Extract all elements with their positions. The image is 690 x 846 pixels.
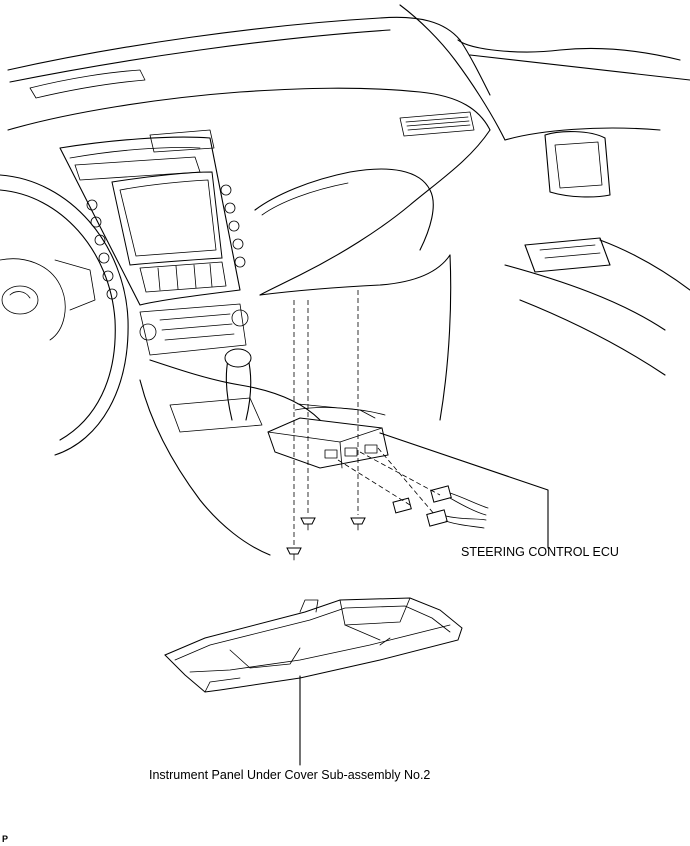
corner-code: P	[2, 834, 8, 844]
ecu-connectors	[337, 447, 489, 529]
ecu-label: STEERING CONTROL ECU	[461, 545, 619, 559]
center-console	[59, 129, 321, 556]
dashboard	[7, 4, 690, 421]
steering-control-ecu	[267, 403, 549, 549]
steering-wheel	[0, 174, 129, 456]
door-panel	[504, 131, 690, 376]
clips	[286, 290, 366, 561]
under-cover	[164, 597, 463, 766]
under-cover-label: Instrument Panel Under Cover Sub-assembl…	[149, 768, 430, 782]
